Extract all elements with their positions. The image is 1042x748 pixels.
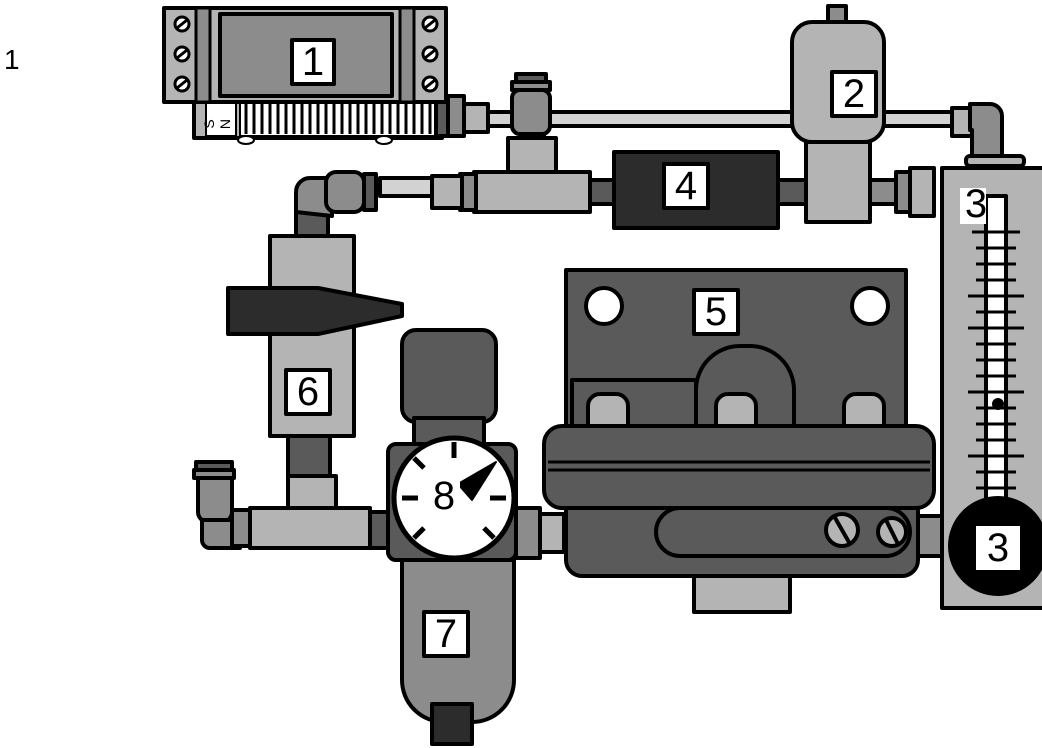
lower-tee-fitting bbox=[194, 462, 370, 548]
component-6-sensor: 6 bbox=[228, 236, 402, 436]
component-4-label: 4 bbox=[675, 164, 697, 208]
component-8-label: 8 bbox=[433, 474, 455, 518]
middle-tee-fitting bbox=[432, 138, 590, 212]
component-8-gauge: 8 bbox=[394, 438, 564, 558]
component-3-tube-label: 3 bbox=[965, 182, 987, 226]
right-side-fitting bbox=[896, 168, 934, 216]
terminal-mark-s: S bbox=[201, 119, 217, 128]
component-1-label: 1 bbox=[302, 40, 324, 84]
component-6-label: 6 bbox=[297, 370, 319, 414]
left-elbow-fitting bbox=[296, 172, 376, 216]
upper-tee-fitting bbox=[512, 74, 550, 144]
component-3-flowmeter: 3 3 bbox=[942, 168, 1042, 608]
component-5-label: 5 bbox=[705, 290, 727, 334]
component-1-controller: S N 1 bbox=[164, 8, 488, 144]
component-5-actuator: 5 bbox=[544, 270, 944, 612]
component-2-label: 2 bbox=[843, 72, 865, 116]
component-2-valve: 2 bbox=[792, 6, 884, 222]
component-7-label: 7 bbox=[435, 612, 457, 656]
upper-right-elbow bbox=[952, 104, 1024, 166]
terminal-mark-n: N bbox=[217, 119, 233, 129]
heatsink-fins bbox=[240, 100, 436, 136]
component-3-knob-label: 3 bbox=[987, 526, 1009, 570]
component-4-filter-block: 4 bbox=[614, 152, 778, 228]
